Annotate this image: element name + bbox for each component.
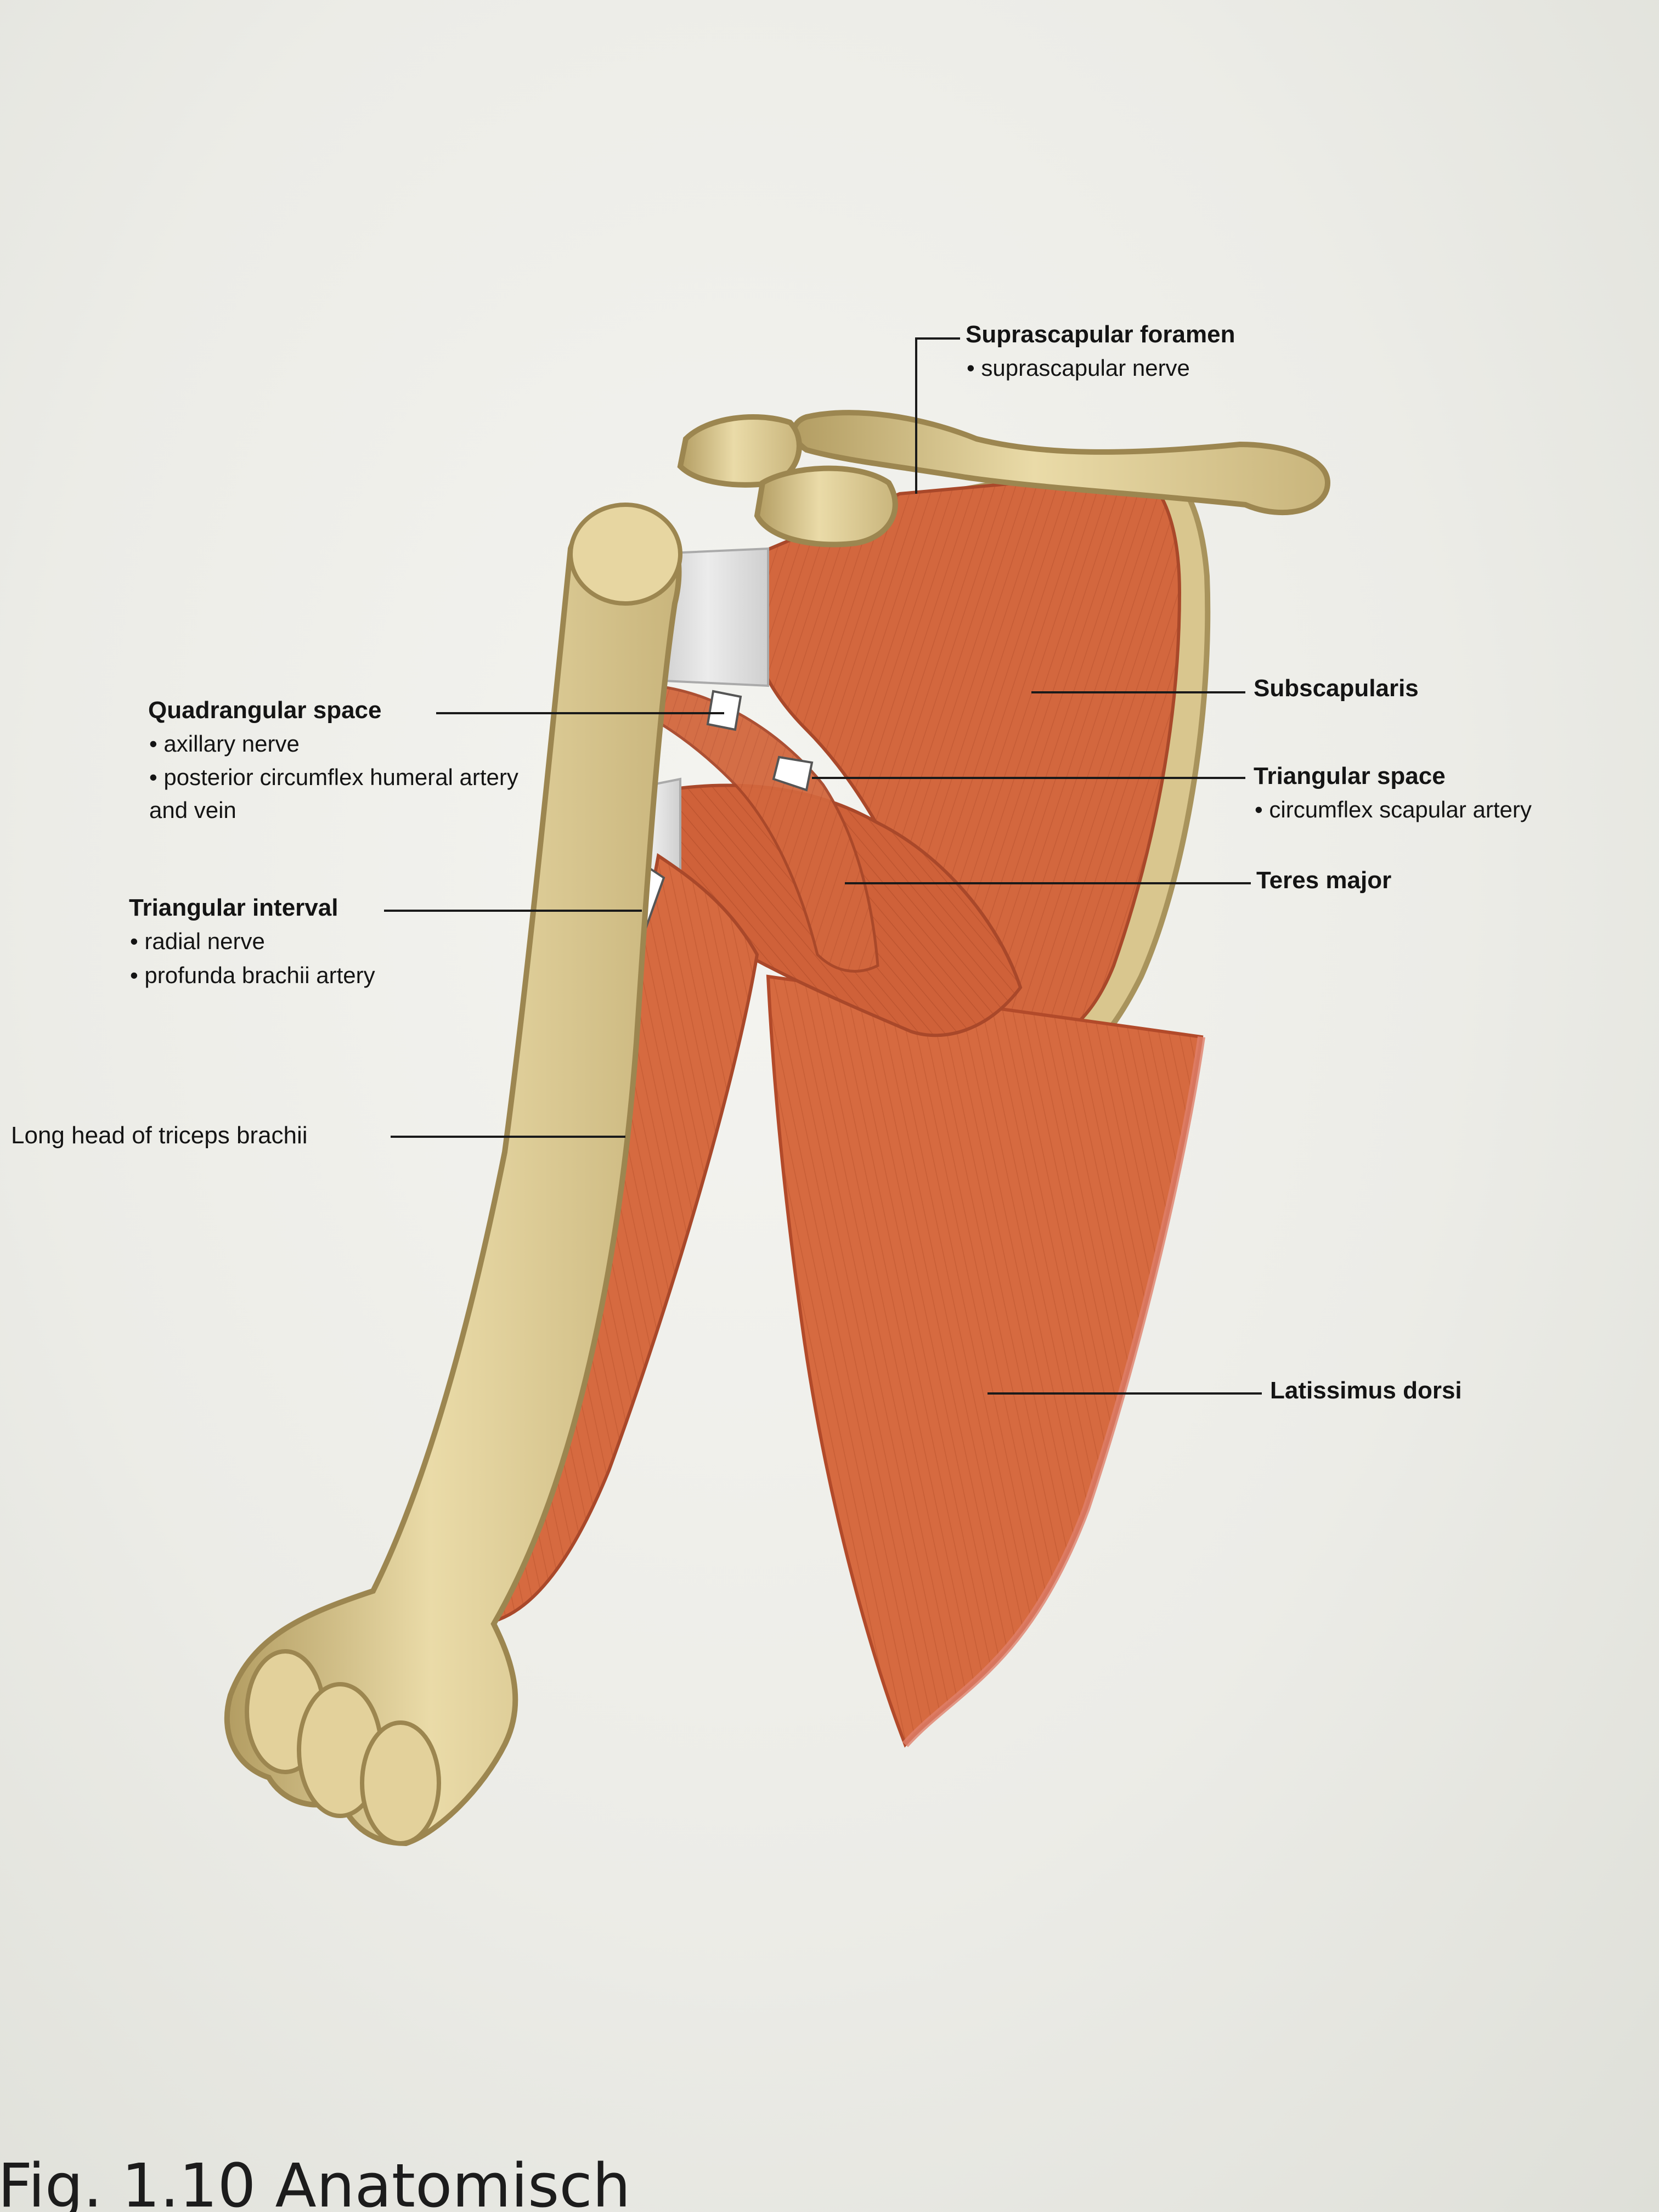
- label-triangular-space: Triangular space • circumflex scapular a…: [1254, 760, 1532, 827]
- label-triangular-interval: Triangular interval • radial nerve • pro…: [129, 891, 375, 992]
- label-title: Subscapularis: [1254, 675, 1419, 702]
- humerus-condyle-3: [360, 1720, 441, 1846]
- label-item: • radial nerve: [130, 928, 265, 954]
- label-title: Triangular space: [1254, 763, 1446, 789]
- coracoid-process: [754, 465, 898, 548]
- label-item-text: suprascapular nerve: [981, 355, 1190, 381]
- latissimus-dorsi-edge: [902, 1036, 1205, 1747]
- teres-minor-muscle: [640, 684, 879, 973]
- quadrangular-space-opening: [706, 690, 742, 731]
- acromion: [677, 414, 802, 488]
- label-long-head-triceps: Long head of triceps brachii: [11, 1119, 308, 1152]
- label-item-text: radial nerve: [144, 928, 265, 954]
- label-item: • posterior circumflex humeral artery an…: [149, 764, 518, 823]
- label-item-text: posterior circumflex humeral artery and …: [149, 764, 518, 823]
- label-title: Long head of triceps brachii: [11, 1122, 308, 1149]
- label-item: • circumflex scapular artery: [1255, 797, 1532, 822]
- label-item-text: axillary nerve: [163, 731, 300, 757]
- label-title: Latissimus dorsi: [1270, 1377, 1462, 1404]
- label-title: Triangular interval: [129, 894, 338, 921]
- label-item: • suprascapular nerve: [967, 355, 1190, 381]
- label-suprascapular-foramen: Suprascapular foramen • suprascapular ne…: [966, 318, 1235, 385]
- clavicle: [791, 410, 1331, 516]
- label-item: • axillary nerve: [149, 731, 300, 757]
- triangular-space-opening: [772, 755, 814, 792]
- latissimus-dorsi-muscle: [766, 974, 1204, 1748]
- leader-line-suprascapular-foramen: [915, 337, 960, 494]
- label-latissimus-dorsi: Latissimus dorsi: [1270, 1374, 1462, 1407]
- label-teres-major: Teres major: [1256, 864, 1391, 897]
- label-item: • profunda brachii artery: [130, 962, 375, 988]
- label-quadrangular-space: Quadrangular space • axillary nerve • po…: [148, 694, 533, 827]
- label-item-text: profunda brachii artery: [144, 962, 375, 988]
- label-title: Quadrangular space: [148, 697, 382, 724]
- label-subscapularis: Subscapularis: [1254, 672, 1419, 705]
- label-title: Suprascapular foramen: [966, 321, 1235, 348]
- humeral-head: [568, 503, 682, 606]
- label-item-text: circumflex scapular artery: [1269, 797, 1532, 822]
- label-title: Teres major: [1256, 867, 1392, 894]
- figure-caption: Fig. 1.10 Anatomisch: [0, 2151, 631, 2212]
